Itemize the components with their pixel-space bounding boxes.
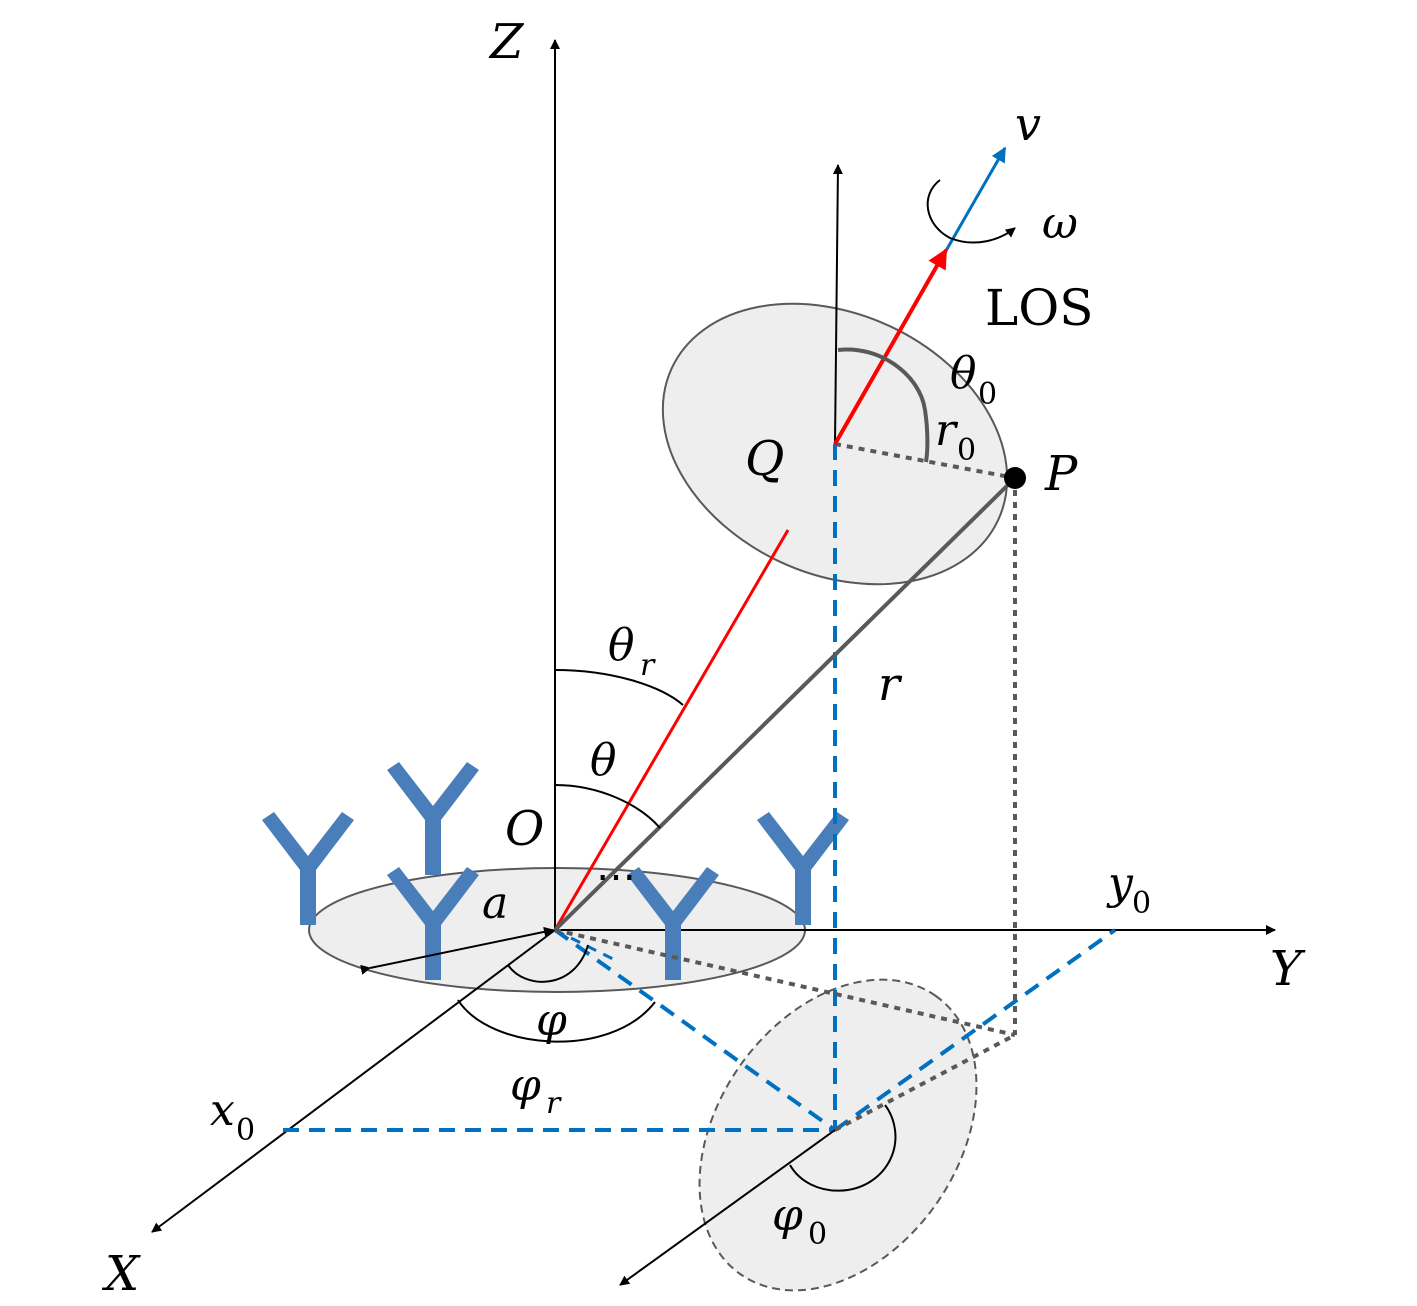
- theta0-arc: [837, 347, 930, 463]
- r0-label: r: [935, 405, 959, 456]
- theta-arc: [554, 784, 661, 829]
- z-axis-label: Z: [488, 14, 525, 70]
- antenna-icon: [387, 867, 479, 980]
- theta-r-subscript: r: [640, 648, 656, 683]
- ellipsis-label: ⋯: [596, 854, 636, 900]
- point-p-label: P: [1044, 446, 1078, 502]
- phi-radius-dashed: [554, 928, 616, 962]
- theta-r-arc: [554, 669, 684, 706]
- origin-label: O: [505, 801, 544, 857]
- range-line-r: [553, 476, 1017, 932]
- los-line: [553, 529, 790, 931]
- phi-0-label: φ: [772, 1190, 803, 1241]
- theta-label: θ: [590, 735, 617, 786]
- antenna-icon: [387, 762, 479, 875]
- velocity-label: v: [1015, 97, 1041, 151]
- antenna-array: [262, 762, 849, 980]
- phi-label: φ: [536, 995, 567, 1046]
- antenna-icon: [757, 812, 849, 925]
- y-axis-label: Y: [1270, 941, 1306, 997]
- antenna-icon: [262, 812, 354, 925]
- projected-disc: [698, 978, 978, 1292]
- x-axis-label: X: [101, 1246, 141, 1302]
- theta-0-label: θ: [950, 348, 977, 399]
- theta-0-subscript: 0: [978, 377, 997, 412]
- range-r-label: r: [878, 657, 903, 711]
- projected-x-arrow: [619, 1129, 836, 1286]
- x-axis-line: [151, 929, 556, 1233]
- phi-r-subscript: r: [546, 1086, 562, 1121]
- point-p-marker: [1004, 467, 1026, 489]
- omega-label: ω: [1042, 198, 1078, 249]
- y0-label: y: [1106, 858, 1134, 909]
- y0-subscript: 0: [1132, 886, 1151, 921]
- phi-0-subscript: 0: [808, 1217, 827, 1252]
- radius-a-arrow: [360, 926, 554, 975]
- phi0-arc: [789, 1104, 897, 1192]
- q-vertical-axis: [832, 164, 843, 445]
- r0-subscript: 0: [957, 433, 976, 468]
- theta-r-label: θ: [608, 620, 635, 671]
- radius-a-label: a: [482, 878, 508, 929]
- phi-r-label: φ: [510, 1060, 541, 1111]
- phi-r-arc: [457, 999, 656, 1043]
- dotted-lines: [554, 442, 1017, 1132]
- x0-subscript: 0: [236, 1113, 255, 1148]
- los-arrow: [833, 248, 948, 445]
- point-q-label: Q: [745, 431, 784, 487]
- rotation-arc: [926, 179, 1016, 244]
- antenna-icon: [627, 867, 719, 980]
- x0-label: x: [210, 1085, 235, 1136]
- projection-lines: [283, 444, 1117, 1132]
- los-label: LOS: [985, 279, 1093, 337]
